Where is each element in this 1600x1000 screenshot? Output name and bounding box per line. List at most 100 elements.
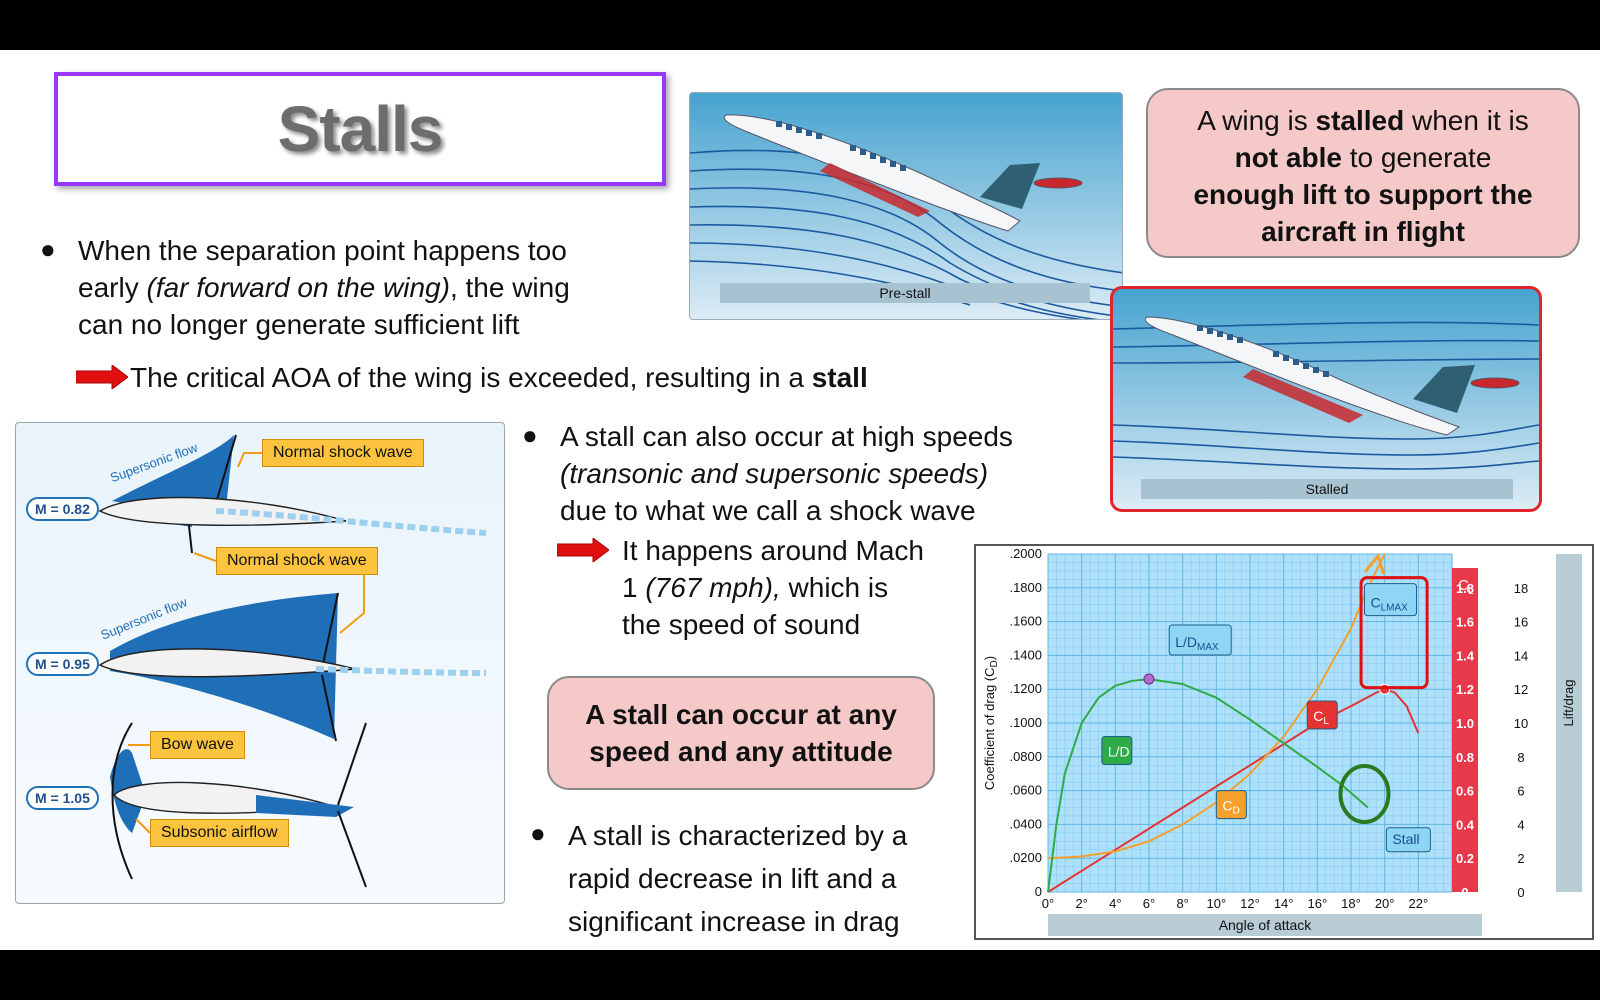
mach-105-badge: M = 1.05 (26, 786, 99, 810)
ld-tick-label: 4 (1517, 817, 1524, 832)
bullet-dot: ● (40, 234, 56, 264)
y-tick-label: .2000 (1009, 546, 1042, 561)
ld-max-annotation-text: L/DMAX (1175, 634, 1219, 653)
x-tick-label: 12° (1240, 896, 1260, 911)
ld-tick-label: 12 (1514, 682, 1528, 697)
cl-tick-label: 0.2 (1456, 851, 1474, 866)
bullet-1-line-3: can no longer generate sufficient lift (78, 309, 520, 340)
any-speed-callout: A stall can occur at any speed and any a… (547, 676, 935, 790)
shock-wave-diagram: Supersonic flow Supersonic flow Normal s… (15, 422, 505, 904)
cl-tick-label: 0 (1461, 885, 1468, 900)
callout-mid-line-2: speed and any attitude (589, 736, 893, 767)
x-tick-label: 8° (1176, 896, 1188, 911)
stalled-airflow (1113, 316, 1539, 470)
ld-tick-label: 14 (1514, 648, 1528, 663)
subsonic-airflow-tag: Subsonic airflow (150, 819, 289, 847)
x-tick-label: 16° (1307, 896, 1327, 911)
cl-max-annotation-text: CLMAX (1370, 595, 1408, 614)
x-tick-label: 20° (1375, 896, 1395, 911)
cl-tick-label: 1.6 (1456, 615, 1474, 630)
x-tick-label: 0° (1042, 896, 1054, 911)
y-axis-label: Coefficient of drag (CD) (982, 656, 1000, 790)
cd-annotation-text: CD (1222, 798, 1239, 817)
ld-tick-label: 18 (1514, 581, 1528, 596)
mach-095-badge: M = 0.95 (26, 652, 99, 676)
bullet-dot: ● (530, 818, 546, 848)
slide: Stalls ● When the separation point happe… (0, 50, 1600, 950)
mach-082-badge: M = 0.82 (26, 497, 99, 521)
x-axis-label: Angle of attack (1219, 917, 1313, 933)
cl-tick-label: 1.2 (1456, 682, 1474, 697)
cl-tick-label: 1.0 (1456, 716, 1474, 731)
bullet-3-line-3: significant increase in drag (568, 906, 900, 937)
y-tick-label: 0 (1035, 884, 1042, 899)
x-tick-label: 10° (1206, 896, 1226, 911)
callout-top-line-3: enough lift to support the (1193, 179, 1533, 210)
y-tick-label: .0800 (1009, 749, 1042, 764)
normal-shock-tag-2: Normal shock wave (216, 547, 378, 575)
bullet-1-line-2: early (far forward on the wing), the win… (78, 272, 570, 303)
y2-axis-label: Lift/drag (1561, 680, 1576, 727)
bullet-3-text: A stall is characterized by a rapid decr… (568, 814, 968, 943)
ld-annotation-box (1101, 736, 1133, 766)
y-tick-label: .0200 (1009, 850, 1042, 865)
cl-annotation-text: CL (1313, 708, 1329, 727)
page-title: Stalls (277, 93, 444, 165)
callout-top-line-2: not able to generate (1234, 142, 1492, 173)
cd-line (1047, 553, 1386, 860)
cl-tick-label: 0.4 (1456, 817, 1475, 832)
bullet-2-sub-line-2: 1 (767 mph), which is (622, 572, 889, 603)
stalled-label: Stalled (1141, 479, 1513, 499)
cl-max-annotation-box (1363, 583, 1417, 617)
title-box: Stalls (54, 72, 666, 186)
cl-tick-label: 1.8 (1456, 581, 1474, 596)
ld-tick-label: 0 (1517, 885, 1524, 900)
x-tick-label: 22° (1408, 896, 1428, 911)
ld-max-annotation-box (1168, 624, 1232, 656)
y-tick-label: .0400 (1009, 816, 1042, 831)
ld-max-marker (1143, 673, 1155, 685)
bullet-2-text: A stall can also occur at high speeds (t… (560, 418, 1080, 529)
y-tick-label: .1600 (1009, 614, 1042, 629)
x-tick-label: 2° (1075, 896, 1087, 911)
y-tick-label: .1400 (1009, 647, 1042, 662)
bullet-2-sub-line-1: It happens around Mach (622, 535, 924, 566)
bullet-2-sub-line-3: the speed of sound (622, 609, 861, 640)
stall-annotation-box (1385, 827, 1431, 853)
prestall-image: Pre-stall (689, 92, 1123, 320)
red-arrow-icon (76, 365, 128, 389)
y-tick-label: .1000 (1009, 715, 1042, 730)
ld-tick-label: 8 (1517, 750, 1524, 765)
bullet-2-line-1: A stall can also occur at high speeds (560, 421, 1013, 452)
bullet-1-text: When the separation point happens too ea… (78, 232, 678, 343)
cd-annotation-box (1215, 790, 1247, 820)
bullet-2-sub: It happens around Mach 1 (767 mph), whic… (622, 532, 982, 643)
xlabel-bar (1048, 914, 1482, 936)
ld-strip (1556, 554, 1582, 892)
cl-scale-title-sub: L (1468, 586, 1474, 597)
shock-wave-drawing (98, 434, 487, 888)
cl-line (1047, 688, 1420, 893)
x-tick-label: 18° (1341, 896, 1361, 911)
prestall-label: Pre-stall (720, 283, 1090, 303)
ld-tick-label: 2 (1517, 851, 1524, 866)
normal-shock-tag-1: Normal shock wave (262, 439, 424, 467)
bullet-3-line-1: A stall is characterized by a (568, 820, 908, 851)
cl-max-box (1359, 576, 1429, 690)
cl-tick-label: 0.8 (1456, 750, 1474, 765)
cl-tick-label: 1.4 (1456, 648, 1475, 663)
stall-definition-callout: A wing is stalled when it is not able to… (1146, 88, 1580, 258)
ld-tick-label: 16 (1514, 615, 1528, 630)
y-tick-label: .0600 (1009, 783, 1042, 798)
cd-arrow-icon (1363, 552, 1386, 575)
ld-annotation-text: L/D (1108, 744, 1130, 760)
bullet-3-line-2: rapid decrease in lift and a (568, 863, 897, 894)
bullet-1-line-1: When the separation point happens too (78, 235, 567, 266)
ld-tick-label: 6 (1517, 784, 1524, 799)
x-tick-label: 4° (1109, 896, 1121, 911)
x-tick-label: 6° (1143, 896, 1155, 911)
stall-annotation-text: Stall (1392, 831, 1419, 847)
y-tick-label: .1800 (1009, 580, 1042, 595)
stall-ellipse (1338, 763, 1391, 824)
cl-scale-title: C (1458, 577, 1469, 594)
